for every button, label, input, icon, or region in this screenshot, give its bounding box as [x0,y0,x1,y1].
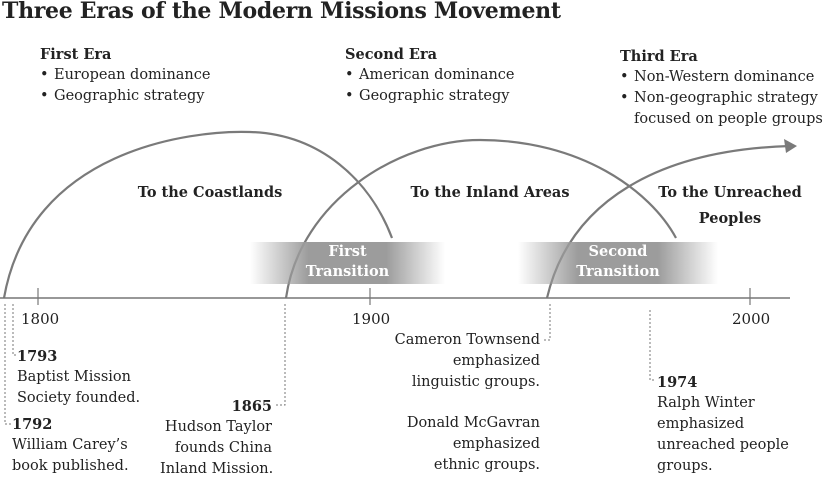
second-era-heading: Second Era [345,46,438,63]
third-era-bullet-continued: focused on people groups [634,111,823,127]
bullet-icon: • [620,69,629,85]
event-1974-text: emphasized [657,416,745,432]
event-1865-text: founds China [174,440,272,456]
event-1793-year: 1793 [17,348,58,365]
arc-label-coastlands: To the Coastlands [137,184,283,201]
second-transition-line2: Transition [576,263,660,280]
event-mcgavran-text: emphasized [452,436,540,452]
third-era-bullet: •Non-Western dominance [620,67,823,88]
event-1974-year: 1974 [657,374,698,391]
second-era-arc [284,138,677,299]
event-1974-text: Ralph Winter [657,395,755,411]
event-1792-year: 1792 [12,416,53,433]
second-era-bullet: •American dominance [345,65,515,86]
bullet-icon: • [345,67,354,83]
event-1792: 1792 William Carey’s book published. [12,414,129,477]
leader-1792 [4,304,12,425]
third-era-heading: Third Era [620,48,698,65]
leader-lines [4,304,656,425]
event-townsend: Cameron Townsend emphasized linguistic g… [380,330,540,393]
leader-townsend [542,304,551,341]
event-townsend-text: emphasized [452,353,540,369]
event-mcgavran-text: ethnic groups. [433,457,540,473]
event-townsend-text: Cameron Townsend [394,332,540,348]
event-1792-text: William Carey’s [12,437,128,453]
event-1793-text: Society founded. [17,390,141,406]
event-1974: 1974 Ralph Winter emphasized unreached p… [657,372,789,477]
third-era-block: Third Era •Non-Western dominance •Non-ge… [620,46,823,130]
page-title: Three Eras of the Modern Missions Moveme… [2,0,561,24]
arc-label-inland: To the Inland Areas [410,184,570,201]
first-transition-line2: Transition [305,263,390,280]
event-townsend-text: linguistic groups. [411,374,540,390]
event-1865-text: Inland Mission. [160,461,274,477]
third-era-bullet: •Non-geographic strategy [620,88,823,109]
event-1792-text: book published. [12,458,129,474]
first-era-block: First Era •European dominance •Geographi… [40,44,210,107]
first-era-heading: First Era [40,46,112,63]
first-transition-line1: First [328,243,367,260]
bullet-icon: • [345,88,354,104]
first-era-bullet: •European dominance [40,65,210,86]
arc-label-peoples: Peoples [698,210,762,227]
bullet-icon: • [40,67,49,83]
leader-1974 [649,310,656,381]
leader-1793 [12,304,17,356]
event-1793: 1793 Baptist Mission Society founded. [17,346,140,409]
first-era-arc [2,130,394,299]
first-transition-band: First Transition [250,242,445,284]
tick-label-1800: 1800 [21,310,60,328]
event-1974-text: groups. [657,458,713,474]
third-era-arrowhead [784,139,797,153]
tick-label-1900: 1900 [352,310,391,328]
event-mcgavran: Donald McGavran emphasized ethnic groups… [380,413,540,476]
leader-1865 [276,304,286,406]
second-transition-band: Second Transition [518,242,718,284]
first-era-bullet: •Geographic strategy [40,86,210,107]
bullet-icon: • [40,88,49,104]
event-1865-text: Hudson Taylor [164,419,272,435]
second-transition-line1: Second [588,243,648,260]
bullet-icon: • [620,90,629,106]
event-mcgavran-text: Donald McGavran [406,415,540,431]
tick-label-2000: 2000 [732,310,771,328]
event-1974-text: unreached people [657,437,789,453]
arc-label-unreached: To the Unreached [658,184,802,201]
event-1865-year: 1865 [231,398,272,415]
second-era-block: Second Era •American dominance •Geograph… [345,44,515,107]
second-era-bullet: •Geographic strategy [345,86,515,107]
event-1793-text: Baptist Mission [17,369,131,385]
event-1865: 1865 Hudson Taylor founds China Inland M… [160,396,274,480]
